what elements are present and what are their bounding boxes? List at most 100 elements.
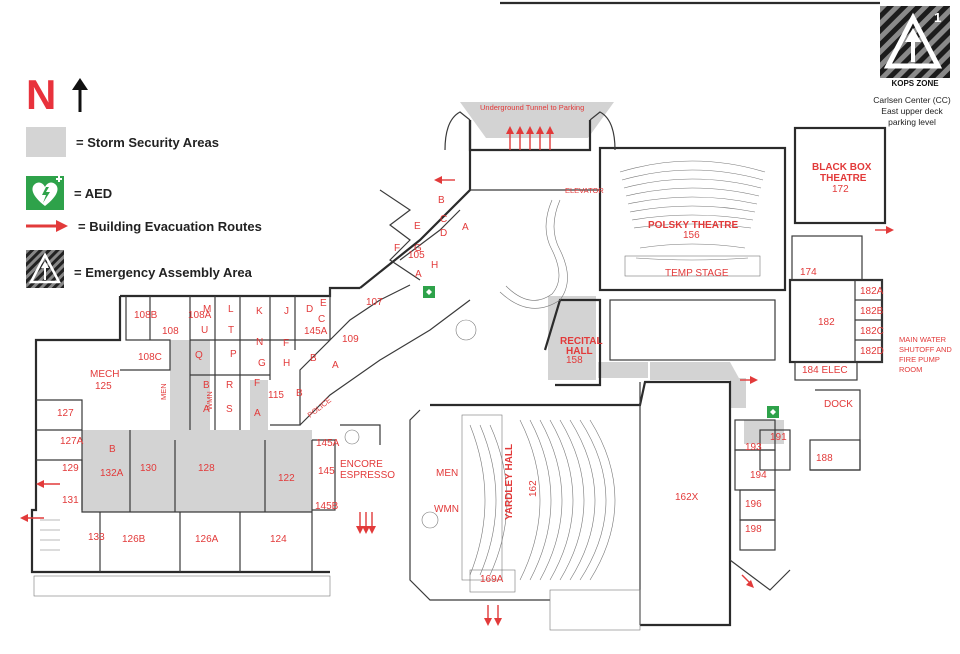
room-182D: 182D xyxy=(860,346,884,357)
room-108B: 108B xyxy=(134,310,158,321)
tunnel-label: Underground Tunnel to Parking xyxy=(480,103,584,112)
room-124: 124 xyxy=(270,534,287,545)
polsky-number: 156 xyxy=(683,230,700,241)
room-127A: 127A xyxy=(60,436,84,447)
room-108A: 108A xyxy=(188,310,212,321)
main-water-line-2: SHUTOFF AND xyxy=(899,345,952,354)
room-127: 127 xyxy=(57,408,74,419)
room-c: C xyxy=(318,314,325,325)
legend-assembly-label: = Emergency Assembly Area xyxy=(74,264,252,280)
room-133: 133 xyxy=(88,532,105,543)
main-water-line-3: FIRE PUMP xyxy=(899,355,940,364)
room-126A: 126A xyxy=(195,534,219,545)
room-a: A xyxy=(332,360,339,371)
room-l: L xyxy=(228,304,234,315)
room-b-3: B xyxy=(296,388,303,399)
room-t: T xyxy=(228,325,234,336)
wmn-label-west: WMN xyxy=(205,391,214,410)
room-a-top: A xyxy=(462,222,469,233)
room-182B: 182B xyxy=(860,306,884,317)
encore-label-2: ESPRESSO xyxy=(340,470,395,481)
room-e: E xyxy=(320,298,327,309)
legend-assembly: = Emergency Assembly Area xyxy=(26,250,252,294)
legend-storm-security: = Storm Security Areas xyxy=(26,127,219,157)
caption-line-1: Carlsen Center (CC) xyxy=(873,95,951,105)
storm-security-areas xyxy=(82,102,784,512)
room-j: J xyxy=(284,306,289,317)
room-145B: 145B xyxy=(315,501,339,512)
room-145: 145 xyxy=(318,466,335,477)
caption-line-3: parking level xyxy=(888,117,936,127)
room-f: F xyxy=(254,378,260,389)
evac-arrow-tunnel xyxy=(506,126,554,150)
room-109: 109 xyxy=(342,334,359,345)
assembly-zone-badge: 1 KOPS ZONE xyxy=(880,6,950,92)
black-box-label-1: BLACK BOX xyxy=(812,162,872,173)
room-145A-lower: 145A xyxy=(316,438,340,449)
legend-evacuation: = Building Evacuation Routes xyxy=(26,218,262,234)
men-label-west: MEN xyxy=(159,383,168,400)
room-i: F xyxy=(283,338,289,349)
room-n: N xyxy=(256,337,263,348)
room-145A: 145A xyxy=(304,326,328,337)
recital-label-1: RECITAL xyxy=(560,336,603,347)
black-box-number: 172 xyxy=(832,184,849,195)
polsky-seating xyxy=(619,160,766,277)
room-f-top: F xyxy=(394,243,400,254)
room-k: K xyxy=(256,306,263,317)
room-194: 194 xyxy=(750,470,767,481)
room-a-mid: A xyxy=(415,269,422,280)
legend-storm-security-label: = Storm Security Areas xyxy=(76,134,219,150)
room-162X: 162X xyxy=(675,492,699,503)
yardley-seating xyxy=(461,414,616,593)
elevator-label: ELEVATOR xyxy=(565,186,604,195)
room-105: 105 xyxy=(408,250,425,261)
evacuation-arrow-icon xyxy=(26,220,68,232)
room-128: 128 xyxy=(198,463,215,474)
room-129: 129 xyxy=(62,463,79,474)
yardley-label: YARDLEY HALL xyxy=(504,444,515,520)
room-h-top: H xyxy=(431,260,438,271)
evac-arrow-west xyxy=(20,176,455,522)
room-u: U xyxy=(201,325,208,336)
main-water-line-1: MAIN WATER xyxy=(899,335,947,344)
wmn-label: WMN xyxy=(434,504,459,515)
room-107: 107 xyxy=(366,297,383,308)
assembly-area-icon xyxy=(26,250,64,294)
room-130: 130 xyxy=(140,463,157,474)
room-d: D xyxy=(306,304,313,315)
room-b-132: B xyxy=(109,444,116,455)
room-115: 115 xyxy=(268,390,284,401)
room-125: 125 xyxy=(95,381,112,392)
north-arrow-icon xyxy=(72,78,88,112)
room-b: B xyxy=(310,353,317,364)
men-label: MEN xyxy=(436,468,458,479)
aed-icon xyxy=(26,176,64,210)
room-g: G xyxy=(258,358,266,369)
room-h: H xyxy=(283,358,290,369)
room-108: 108 xyxy=(162,326,179,337)
assembly-zone-number: 1 xyxy=(934,10,942,25)
recital-number: 158 xyxy=(566,355,583,366)
room-s: S xyxy=(226,404,233,415)
legend-aed-label: = AED xyxy=(74,185,113,201)
room-b-top: B xyxy=(438,195,445,206)
polsky-label: POLSKY THEATRE xyxy=(648,220,739,231)
encore-label-1: ENCORE xyxy=(340,459,383,470)
legend-aed: = AED xyxy=(26,176,112,210)
black-box-label-2: THEATRE xyxy=(820,173,867,184)
room-q: Q xyxy=(195,350,203,361)
yardley-number: 162 xyxy=(528,480,539,497)
temp-stage-label: TEMP STAGE xyxy=(665,268,729,279)
north-letter: N xyxy=(26,71,57,118)
aed-marker xyxy=(423,286,779,418)
room-d-top: D xyxy=(440,228,447,239)
room-b-2: B xyxy=(203,380,210,391)
evac-arrow-south xyxy=(356,512,754,626)
room-g-top: G xyxy=(414,243,422,254)
room-191: 191 xyxy=(770,432,787,443)
room-132A: 132A xyxy=(100,468,124,479)
room-198: 198 xyxy=(745,524,762,535)
room-182: 182 xyxy=(818,317,835,328)
